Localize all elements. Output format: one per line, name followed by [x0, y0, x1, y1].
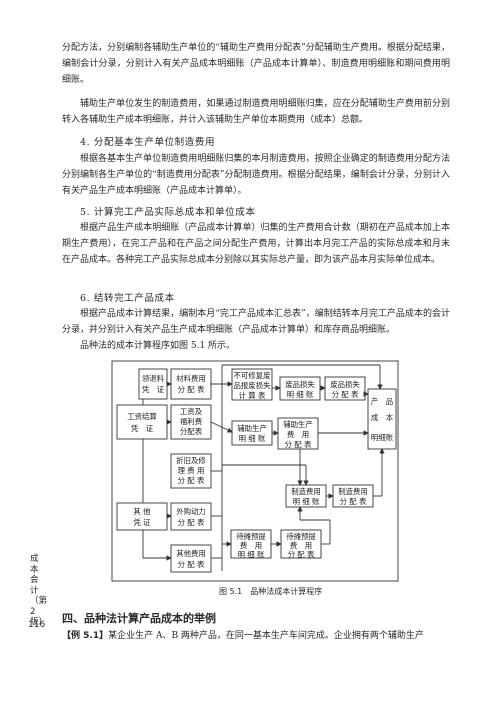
- example-paragraph: 【例 5.1】某企业生产 A、B 两种产品，在同一基本生产车间完成。企业拥有两个…: [62, 628, 462, 641]
- paragraph-5: 根据产品成本计算结果，编制本月“完工产品成本汇总表”，编制结转本月完工产品成本的…: [62, 309, 450, 335]
- diagram-frame: [111, 360, 399, 582]
- label-other-alloc: 其他费用分 配 表: [176, 549, 206, 569]
- label-wage-alloc: 工资及福利费分配表: [180, 407, 203, 436]
- heading-4: 4. 分配基本生产单位制造费用: [80, 137, 216, 148]
- box-other-alloc: [170, 544, 212, 573]
- paragraph-2: 辅助生产单位发生的制造费用，如果通过制造费用明细账归集，应在分配辅助生产费用前分…: [62, 99, 450, 125]
- box-aux-alloc: [277, 417, 319, 450]
- label-irreparable-loss: 不可修复废品报废损失计 算 表: [234, 371, 272, 400]
- box-depr-alloc: [170, 453, 212, 489]
- page-number: 116: [28, 620, 46, 630]
- paragraph-4: 根据产品生产成本明细账（产品成本计算单）归集的生产费用合计数（期初在产品成本加上…: [62, 223, 450, 265]
- section-heading-4: 四、品种法计算产品成本的举例: [62, 612, 216, 625]
- box-power-alloc: [170, 502, 212, 531]
- label-prepaid-alloc: 待摊预提费 用分 配 表: [286, 532, 316, 559]
- figure-caption: 图 5.1 品种法成本计算程序: [219, 587, 323, 596]
- label-material-alloc: 材料费用分 配 表: [176, 374, 206, 394]
- running-side-title: 成本会计（第2版）: [30, 554, 48, 627]
- label-aux-alloc: 辅助生产费 用分 配 表: [283, 420, 313, 449]
- label-product-cost-ledger: 产 品成 本明细账: [371, 397, 394, 442]
- label-wage-voucher: 工资结算凭 证: [127, 412, 157, 433]
- box-material-voucher: [138, 368, 168, 400]
- paragraph-3: 根据各基本生产单位制造费用明细账归集的本月制造费用，按照企业确定的制造费用分配方…: [62, 154, 450, 196]
- box-wage-voucher: [116, 404, 168, 440]
- box-other-voucher: [116, 502, 168, 531]
- box-aux-ledger: [231, 420, 273, 446]
- box-irreparable-loss: [231, 368, 273, 401]
- label-overhead-alloc: 制造费用分 配 表: [338, 487, 368, 506]
- box-product-cost-ledger: [367, 388, 397, 450]
- label-other-voucher: 其 他凭 证: [133, 507, 151, 527]
- label-scrap-alloc: 废品损失分 配 表: [330, 380, 360, 399]
- example-label: 【例 5.1】: [62, 631, 109, 641]
- label-power-alloc: 外购动力分 配 表: [176, 507, 206, 527]
- paragraph-1: 分配方法，分别编制各辅助生产单位的“辅助生产费用分配表”分配辅助生产费用。根据分…: [62, 43, 450, 85]
- heading-5: 5. 计算完工产品实际总成本和单位成本: [80, 207, 256, 218]
- label-prepaid-ledger: 待摊预提费 用明 细 账: [236, 532, 266, 559]
- paragraph-6: 品种法的成本计算程序如图 5.1 所示。: [80, 341, 236, 351]
- box-wage-alloc: [170, 404, 212, 440]
- label-aux-ledger: 辅助生产明 细 账: [237, 424, 267, 443]
- box-material-alloc: [170, 368, 212, 400]
- label-depr-alloc: 折旧及修理 费 用分 配 表: [176, 456, 206, 485]
- label-material-voucher: 领退料凭 证: [142, 374, 165, 394]
- heading-6: 6. 结转完工产品成本: [80, 293, 175, 304]
- label-scrap-ledger: 废品损失明 细 账: [285, 380, 315, 399]
- label-overhead-ledger: 制造费用明 细 账: [291, 487, 321, 506]
- example-text: 某企业生产 A、B 两种产品，在同一基本生产车间完成。企业拥有两个辅助生产: [108, 631, 424, 641]
